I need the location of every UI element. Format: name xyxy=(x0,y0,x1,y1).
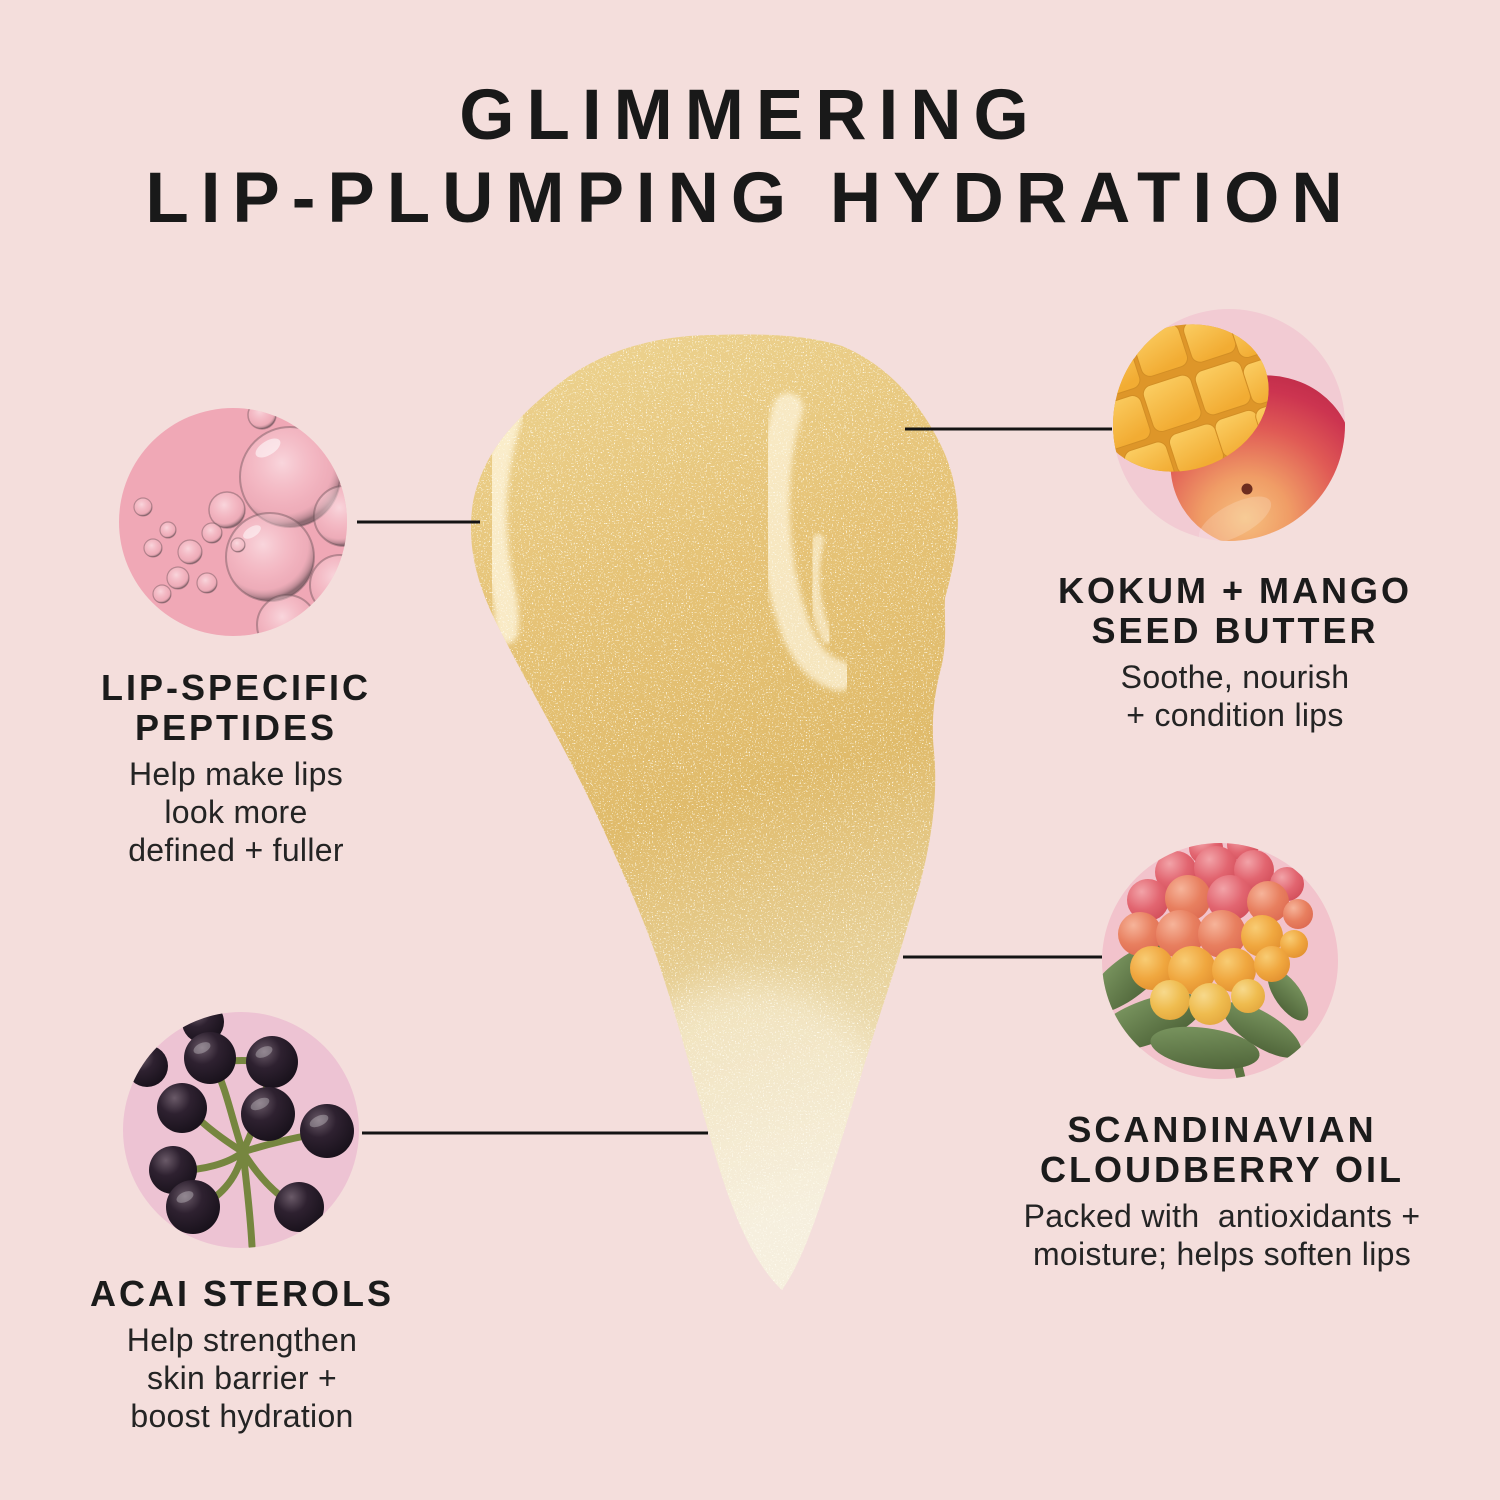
callout-lip-specific-peptides: LIP-SPECIFIC PEPTIDES Help make lips loo… xyxy=(0,668,516,869)
heading-line: SCANDINAVIAN xyxy=(1067,1109,1377,1150)
cloudberry-image xyxy=(1102,843,1338,1079)
mango-image xyxy=(1113,309,1345,541)
body-line: moisture; helps soften lips xyxy=(1032,1236,1412,1272)
heading-line: CLOUDBERRY OIL xyxy=(1039,1149,1404,1190)
page-title-line-2: LIP-PLUMPING HYDRATION xyxy=(145,159,1355,238)
shimmer-specks xyxy=(470,334,958,1291)
callout-heading: KOKUM + MANGO SEED BUTTER xyxy=(955,571,1500,651)
page-title: GLIMMERING LIP-PLUMPING HYDRATION xyxy=(0,74,1500,240)
body-line: look more xyxy=(164,794,308,830)
body-line: skin barrier + xyxy=(146,1360,338,1396)
body-line: Soothe, nourish xyxy=(1120,659,1350,695)
callout-body: Soothe, nourish + condition lips xyxy=(955,658,1500,734)
callout-body: Help make lips look more defined + fulle… xyxy=(0,755,516,869)
body-line: defined + fuller xyxy=(128,832,344,868)
callout-body: Packed with antioxidants + moisture; hel… xyxy=(942,1197,1500,1273)
callout-acai-sterols: ACAI STEROLS Help strengthen skin barrie… xyxy=(0,1274,522,1435)
acai-berries-image xyxy=(123,1012,359,1248)
body-line: + condition lips xyxy=(1126,697,1344,733)
callout-heading: ACAI STEROLS xyxy=(0,1274,522,1314)
callout-heading: LIP-SPECIFIC PEPTIDES xyxy=(0,668,516,748)
heading-line: SEED BUTTER xyxy=(1091,610,1379,651)
product-swatch-image xyxy=(470,334,958,1291)
body-line: boost hydration xyxy=(130,1398,354,1434)
oil-bubbles-image xyxy=(119,408,347,636)
heading-line: LIP-SPECIFIC xyxy=(100,667,372,708)
callout-heading: SCANDINAVIAN CLOUDBERRY OIL xyxy=(942,1110,1500,1190)
heading-line: KOKUM + MANGO xyxy=(1058,570,1412,611)
body-line: Help strengthen xyxy=(126,1322,358,1358)
page-title-line-1: GLIMMERING xyxy=(459,76,1041,155)
callout-body: Help strengthen skin barrier + boost hyd… xyxy=(0,1321,522,1435)
body-line: Packed with antioxidants + xyxy=(1023,1198,1421,1234)
connector-lines xyxy=(357,427,1112,1135)
callout-scandinavian-cloudberry-oil: SCANDINAVIAN CLOUDBERRY OIL Packed with … xyxy=(942,1110,1500,1273)
heading-line: ACAI STEROLS xyxy=(89,1273,394,1314)
body-line: Help make lips xyxy=(128,756,344,792)
heading-line: PEPTIDES xyxy=(134,707,338,748)
callout-kokum-mango-seed-butter: KOKUM + MANGO SEED BUTTER Soothe, nouris… xyxy=(955,571,1500,734)
